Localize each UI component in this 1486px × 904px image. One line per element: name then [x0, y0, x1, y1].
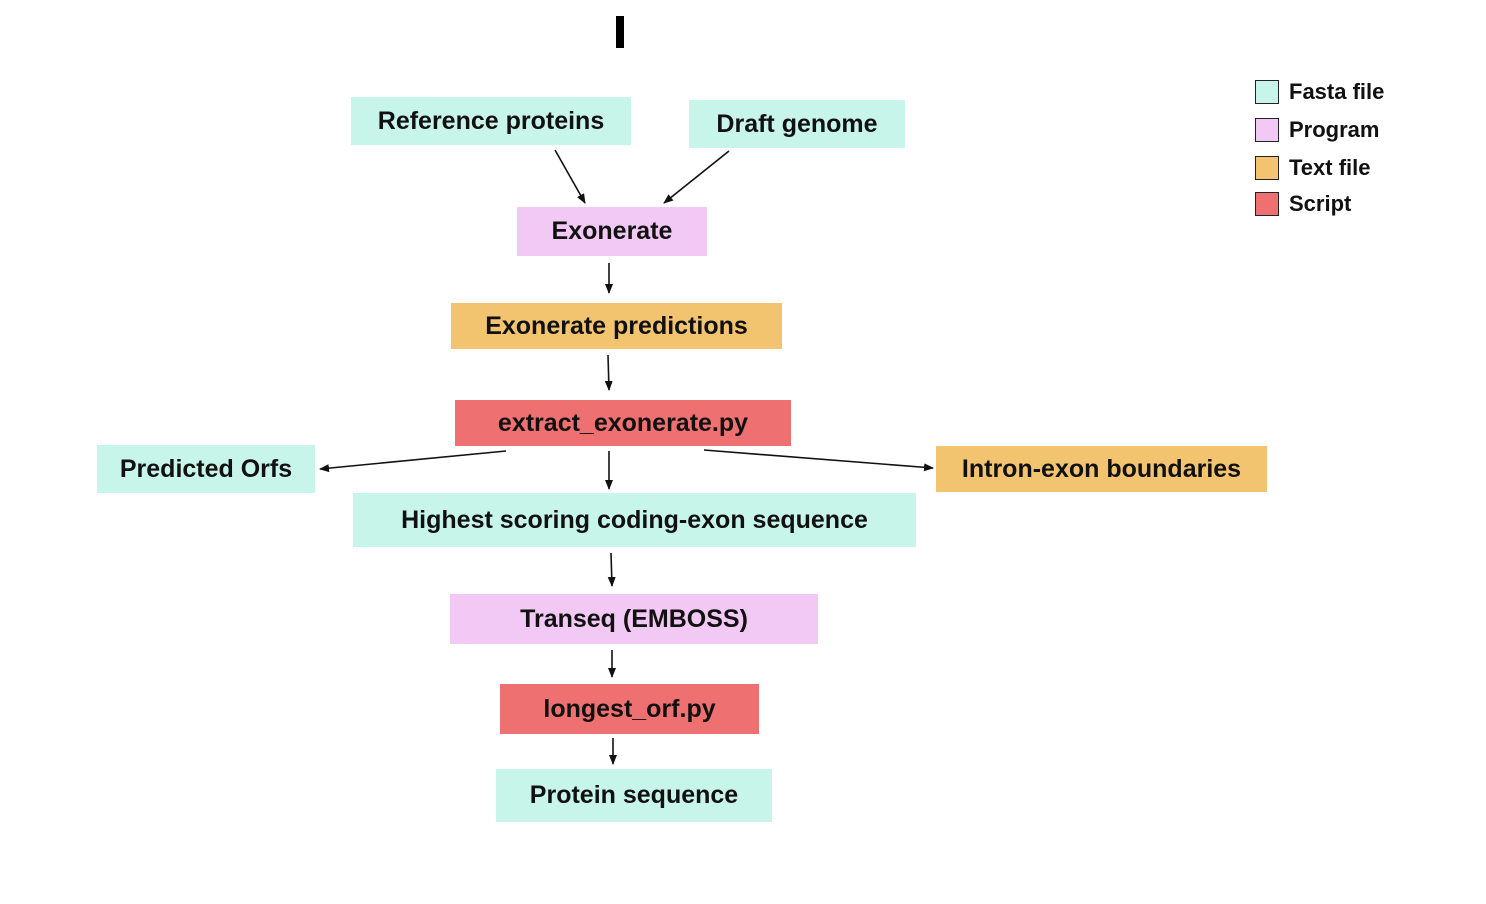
node-reference-proteins: Reference proteins [351, 97, 631, 145]
node-extract-exonerate-script: extract_exonerate.py [455, 400, 791, 446]
arrow-script-to-predicted-orfs [319, 450, 507, 473]
legend-swatch-text [1255, 156, 1279, 180]
arrow-reference-to-exonerate [554, 149, 586, 204]
node-transeq-emboss: Transeq (EMBOSS) [450, 594, 818, 644]
arrow-highest-to-transeq [607, 552, 616, 587]
legend-swatch-fasta [1255, 80, 1279, 104]
node-protein-sequence: Protein sequence [496, 769, 772, 822]
legend-swatch-program [1255, 118, 1279, 142]
arrow-genome-to-exonerate [663, 150, 730, 204]
node-exonerate: Exonerate [517, 207, 707, 256]
legend-item-fasta-file: Fasta file [1255, 78, 1384, 106]
legend-label: Fasta file [1289, 79, 1385, 104]
legend-item-program: Program [1255, 116, 1379, 144]
legend-item-script: Script [1255, 190, 1351, 218]
node-predicted-orfs: Predicted Orfs [97, 445, 315, 493]
node-highest-scoring-sequence: Highest scoring coding-exon sequence [353, 493, 916, 547]
header-mark [616, 16, 624, 48]
arrow-predictions-to-script [604, 354, 613, 391]
arrow-script-to-intron-exon [703, 449, 934, 472]
legend-swatch-script [1255, 192, 1279, 216]
legend-label: Text file [1289, 155, 1371, 180]
legend-item-text-file: Text file [1255, 154, 1371, 182]
node-draft-genome: Draft genome [689, 100, 905, 148]
legend-label: Script [1289, 191, 1352, 216]
node-intron-exon-boundaries: Intron-exon boundaries [936, 446, 1267, 492]
legend-label: Program [1289, 117, 1380, 142]
node-exonerate-predictions: Exonerate predictions [451, 303, 782, 349]
node-longest-orf-script: longest_orf.py [500, 684, 759, 734]
